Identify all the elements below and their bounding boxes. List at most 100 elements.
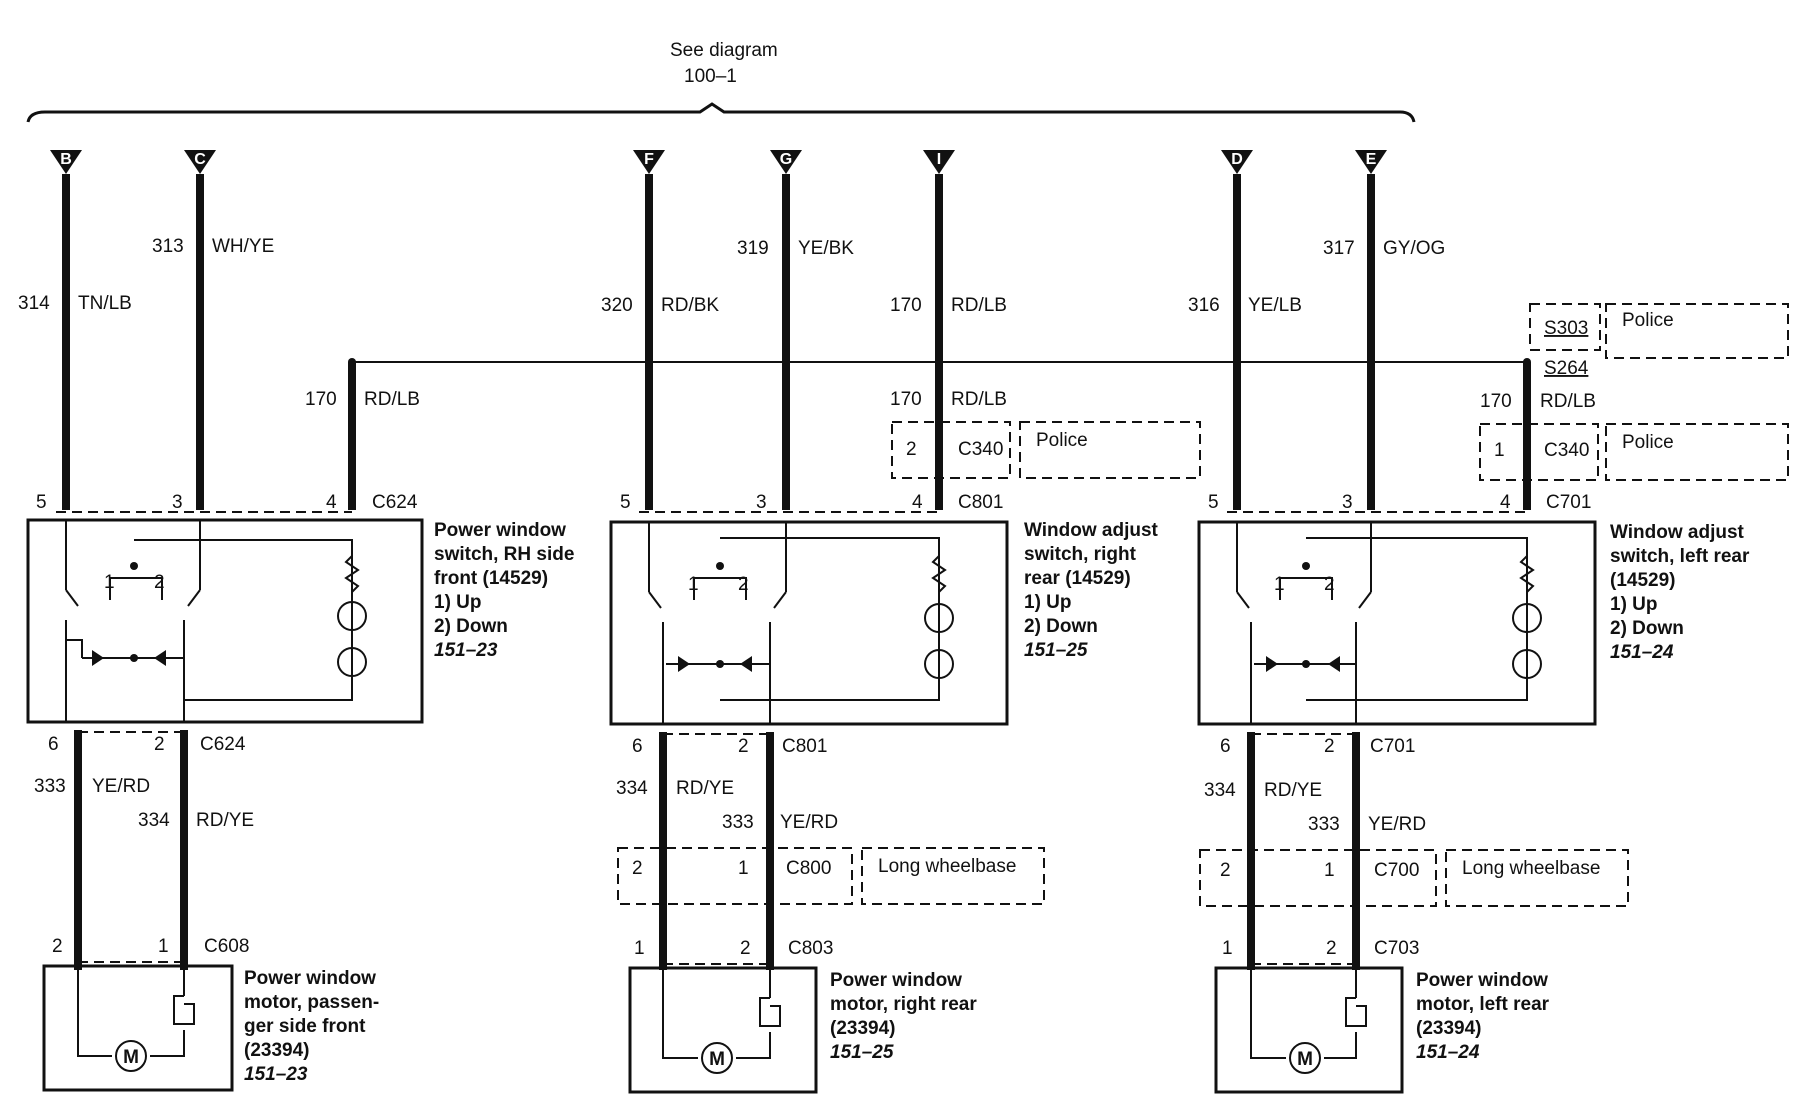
motor-title: Power window bbox=[830, 970, 962, 991]
terminal-f-label: F bbox=[644, 151, 654, 168]
circuit-number: 170 bbox=[890, 389, 922, 410]
police-connector-box bbox=[1479, 423, 1599, 481]
junction-dot bbox=[1302, 562, 1310, 570]
terminal-e-label: E bbox=[1366, 151, 1377, 168]
connector-id: C340 bbox=[958, 439, 1003, 460]
terminal-g-icon bbox=[770, 150, 802, 174]
switch-title: Window adjust bbox=[1024, 520, 1159, 541]
motor-title: (23394) bbox=[244, 1040, 310, 1061]
police-label: Police bbox=[1622, 432, 1674, 453]
s303-box bbox=[1529, 303, 1601, 351]
pin-number: 2 bbox=[52, 936, 63, 957]
connector-id: C800 bbox=[786, 858, 831, 879]
switch-title: front (14529) bbox=[434, 568, 548, 589]
circuit-number: 170 bbox=[1480, 391, 1512, 412]
motor-title: motor, left rear bbox=[1416, 994, 1550, 1015]
wire-color: RD/YE bbox=[196, 810, 254, 831]
wire-color: RD/LB bbox=[951, 295, 1007, 316]
circuit-number: 333 bbox=[34, 776, 66, 797]
switch-title: 2) Down bbox=[1024, 616, 1098, 637]
splice-id: S264 bbox=[1544, 358, 1589, 379]
see-diagram-label: See diagram bbox=[670, 40, 778, 61]
police-label: Police bbox=[1622, 310, 1674, 331]
motor-title: motor, right rear bbox=[830, 994, 977, 1015]
connector-id: C608 bbox=[204, 936, 249, 957]
motor-title: (23394) bbox=[830, 1018, 896, 1039]
lwb-label: Long wheelbase bbox=[1462, 858, 1600, 879]
led-icon bbox=[924, 603, 954, 633]
pin-number: 5 bbox=[1208, 492, 1219, 513]
motor-ref: 151–24 bbox=[1416, 1042, 1480, 1063]
led-icon bbox=[924, 649, 954, 679]
switch-blade bbox=[648, 591, 787, 609]
police-option-box bbox=[1605, 423, 1789, 481]
resistor-icon bbox=[931, 540, 947, 600]
switch-title: Power window bbox=[434, 520, 566, 541]
wire-color: RD/YE bbox=[1264, 780, 1322, 801]
switch-number: 1 bbox=[688, 574, 699, 595]
circuit-number: 317 bbox=[1323, 238, 1355, 259]
circuit-number: 319 bbox=[737, 238, 769, 259]
switch-internal bbox=[1236, 522, 1528, 724]
switch-number: 2 bbox=[1324, 574, 1335, 595]
pin-number: 2 bbox=[1220, 860, 1231, 881]
switch-blade bbox=[65, 589, 201, 607]
switch-title: 1) Up bbox=[1024, 592, 1072, 613]
lwb-label: Long wheelbase bbox=[878, 856, 1016, 877]
pin-number: 3 bbox=[756, 492, 767, 513]
terminal-group: B C F G I D E bbox=[50, 150, 1387, 174]
motor-title: motor, passen- bbox=[244, 992, 379, 1013]
lwb-connector-box bbox=[617, 847, 853, 905]
splice-id: S303 bbox=[1544, 318, 1588, 339]
diagram-ref-label: 100–1 bbox=[684, 66, 737, 87]
pin-number: 2 bbox=[738, 736, 749, 757]
pin-number: 1 bbox=[634, 938, 645, 959]
wire-color: WH/YE bbox=[212, 236, 274, 257]
police-label: Police bbox=[1036, 430, 1088, 451]
motor-internal bbox=[662, 968, 771, 1059]
junction-dot bbox=[716, 660, 724, 668]
module-rh-front: 314 TN/LB 313 WH/YE 170 RD/LB 5 3 4 C624… bbox=[18, 174, 574, 1092]
pin-number: 5 bbox=[620, 492, 631, 513]
motor-symbol: M bbox=[123, 1047, 139, 1068]
circuit-number: 333 bbox=[722, 812, 754, 833]
terminal-b-icon bbox=[50, 150, 82, 174]
pin-number: 2 bbox=[1326, 938, 1337, 959]
motor-title: (23394) bbox=[1416, 1018, 1482, 1039]
wire-color: YE/RD bbox=[92, 776, 150, 797]
switch-title: 2) Down bbox=[1610, 618, 1684, 639]
switch-title: rear (14529) bbox=[1024, 568, 1131, 589]
terminal-g-label: G bbox=[780, 151, 792, 168]
switch-title: (14529) bbox=[1610, 570, 1676, 591]
junction-dot bbox=[130, 654, 138, 662]
junction-dot bbox=[716, 562, 724, 570]
connector-id: C624 bbox=[372, 492, 418, 513]
wire-color: YE/RD bbox=[780, 812, 838, 833]
wire-color: TN/LB bbox=[78, 293, 132, 314]
police-option-box bbox=[1019, 421, 1201, 479]
connector-id: C803 bbox=[788, 938, 833, 959]
circuit-number: 170 bbox=[890, 295, 922, 316]
circuit-number: 333 bbox=[1308, 814, 1340, 835]
switch-internal bbox=[65, 520, 353, 722]
switch-blade bbox=[1236, 591, 1372, 609]
switch-box bbox=[1197, 520, 1597, 726]
switch-box bbox=[609, 520, 1009, 726]
switch-number: 1 bbox=[104, 572, 115, 593]
lwb-option-box bbox=[861, 847, 1045, 905]
motor-internal bbox=[1250, 968, 1357, 1059]
module-right-rear: 320 RD/BK 319 YE/BK 170 RD/LB 170 RD/LB … bbox=[601, 174, 1201, 1094]
switch-ref: 151–25 bbox=[1024, 640, 1088, 661]
circuit-breaker-icon bbox=[1345, 997, 1367, 1027]
motor-title: Power window bbox=[1416, 970, 1548, 991]
motor-icon bbox=[1289, 1042, 1321, 1074]
junction-dot bbox=[130, 562, 138, 570]
pin-number: 2 bbox=[740, 938, 751, 959]
pin-number: 6 bbox=[1220, 736, 1231, 757]
module-left-rear: 316 YE/LB 317 GY/OG 170 RD/LB S303 Polic… bbox=[1188, 174, 1789, 1094]
resistor-icon bbox=[344, 540, 360, 600]
motor-icon bbox=[701, 1042, 733, 1074]
switch-ref: 151–23 bbox=[434, 640, 498, 661]
motor-ref: 151–23 bbox=[244, 1064, 308, 1085]
